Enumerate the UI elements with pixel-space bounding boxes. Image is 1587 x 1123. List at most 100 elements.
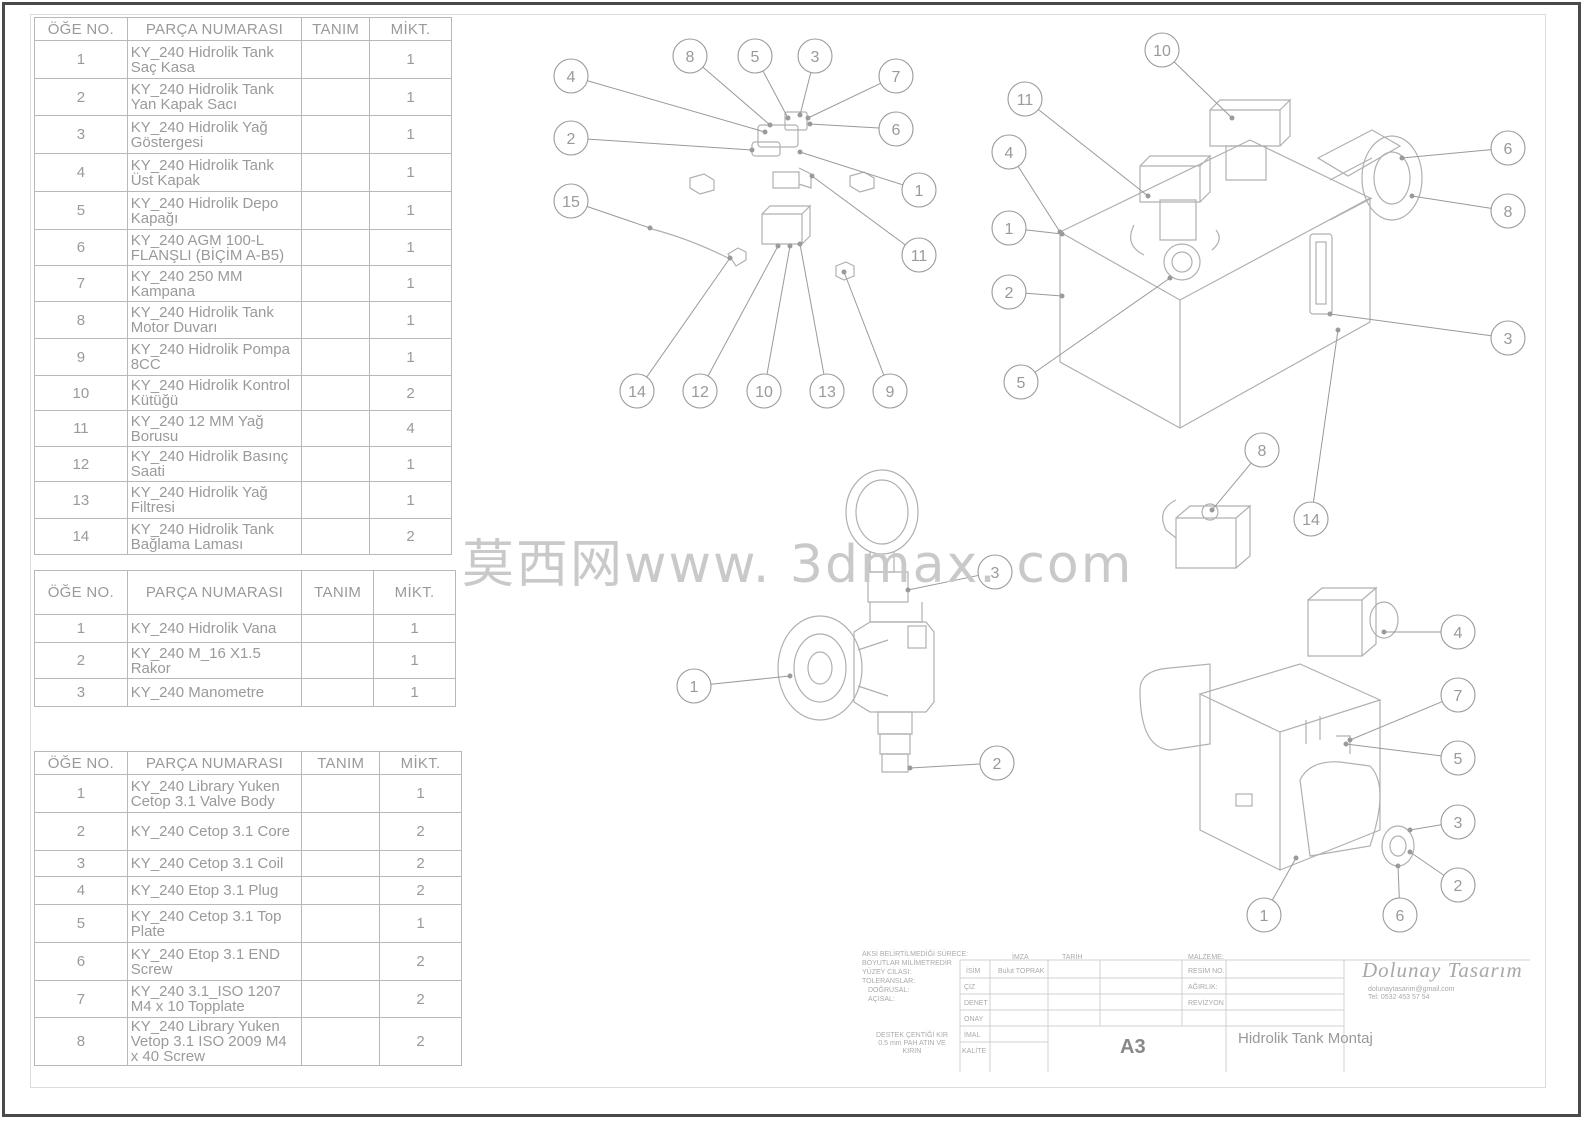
leader-arrow <box>787 243 793 249</box>
bom-description <box>301 876 381 905</box>
leader-line <box>1173 61 1233 119</box>
bom-item-no: 6 <box>34 942 128 981</box>
balloon-number: 2 <box>1005 285 1014 302</box>
bom-part-number: KY_240 3.1_ISO 1207 M4 x 10 Topplate <box>126 980 303 1018</box>
leader-arrow <box>797 149 803 155</box>
sheet-size: A3 <box>1120 1036 1146 1058</box>
balloon-number: 2 <box>993 756 1002 773</box>
balloon-number: 11 <box>911 248 928 265</box>
balloon-number: 15 <box>562 194 580 211</box>
bom-item-no: 8 <box>34 1017 128 1066</box>
leader-arrow <box>762 129 768 135</box>
bom-quantity: 1 <box>379 904 462 943</box>
balloon-number: 6 <box>1396 908 1405 925</box>
note-line: TOLERANSLAR: <box>862 978 916 985</box>
row-label-name: İSİM <box>966 968 981 975</box>
bom-part-number: KY_240 Cetop 3.1 Top Plate <box>126 904 303 943</box>
bom-part-number: KY_240 Hidrolik Yağ Filtresi <box>126 481 303 519</box>
bom-description <box>301 153 371 192</box>
balloon-number: 5 <box>751 49 760 66</box>
row-label-approved: ONAY <box>964 1016 984 1023</box>
bom-item-no: 7 <box>34 265 128 302</box>
drawn-by-name: Bulut TOPRAK <box>998 968 1045 975</box>
note-line: YÜZEY CİLASI: <box>862 969 912 976</box>
leader-arrow <box>807 121 813 127</box>
bom-description <box>301 115 371 154</box>
header-item-no: ÖĞE NO. <box>34 570 128 615</box>
bom-description <box>301 518 371 555</box>
leader-line <box>809 123 880 129</box>
header-item-no: ÖĞE NO. <box>34 17 128 41</box>
contact-phone: Tel: 0532 453 57 54 <box>1368 994 1430 1001</box>
label-material: MALZEME: <box>1188 954 1224 961</box>
balloon-number: 5 <box>1017 375 1026 392</box>
leader-arrow <box>1059 231 1065 237</box>
item-balloon <box>991 134 1027 170</box>
leader-line <box>1401 149 1492 159</box>
bom-description <box>301 338 371 376</box>
leader-line <box>587 80 766 133</box>
leader-arrow <box>797 112 803 118</box>
item-balloon <box>809 373 845 409</box>
leader-line <box>843 271 885 376</box>
row-label-quality: KALİTE <box>962 1048 987 1055</box>
bom-quantity: 1 <box>369 446 452 482</box>
balloon-number: 14 <box>628 384 646 401</box>
row-label-drawn: ÇİZ <box>964 984 976 991</box>
bom-item-no: 4 <box>34 153 128 192</box>
leader-line <box>587 138 753 151</box>
item-balloon <box>737 38 773 74</box>
leader-arrow <box>907 765 913 771</box>
leader-arrow <box>1395 863 1401 869</box>
balloon-number: 4 <box>1454 625 1463 642</box>
leader-line <box>799 72 812 116</box>
leader-line <box>1411 195 1492 209</box>
leader-line <box>1271 857 1297 901</box>
manometer-valve-assembly <box>777 469 935 773</box>
balloon-number: 8 <box>686 49 695 66</box>
leader-arrow <box>775 243 781 249</box>
leader-line <box>799 243 825 375</box>
bom-part-number: KY_240 Hidrolik Depo Kapağı <box>126 191 303 230</box>
bom-quantity: 1 <box>373 678 456 707</box>
item-balloon <box>553 183 589 219</box>
bom-description <box>301 191 371 230</box>
bom-quantity: 1 <box>369 229 452 266</box>
leader-line <box>702 66 771 126</box>
leader-line <box>1409 824 1442 831</box>
balloon-number: 6 <box>1504 141 1513 158</box>
leader-arrow <box>797 241 803 247</box>
drawing-title: Hidrolik Tank Montaj <box>1238 1030 1373 1047</box>
bom-quantity: 1 <box>369 191 452 230</box>
leader-line <box>1409 851 1445 876</box>
note-line: AÇISAL: <box>868 996 895 1003</box>
bom-part-number: KY_240 Hidrolik Kontrol Kütüğü <box>126 375 303 411</box>
leader-arrow <box>1059 293 1065 299</box>
bom-description <box>301 812 381 851</box>
header-description: TANIM <box>301 17 371 41</box>
bom-quantity: 2 <box>379 850 462 877</box>
bom-description <box>301 904 381 943</box>
bom-part-number: KY_240 Library Yuken Cetop 3.1 Valve Bod… <box>126 774 303 813</box>
item-balloon <box>797 38 833 74</box>
item-balloon <box>1490 193 1526 229</box>
bom-part-number: KY_240 Hidrolik Tank Saç Kasa <box>126 40 303 79</box>
leader-line <box>1025 229 1063 235</box>
leader-arrow <box>905 587 911 593</box>
label-weight: AĞIRLIK: <box>1188 984 1218 991</box>
leader-line <box>1025 292 1063 297</box>
item-balloon <box>901 172 937 208</box>
header-item-no: ÖĞE NO. <box>34 751 128 775</box>
bom-description <box>301 774 381 813</box>
